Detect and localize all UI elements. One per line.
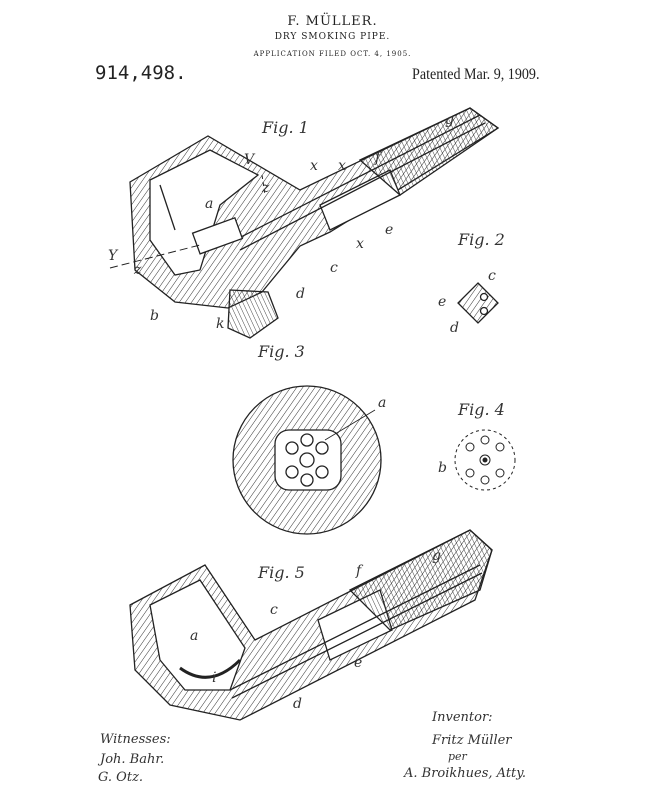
ref-letter: a	[190, 628, 199, 644]
ref-letter: c	[330, 260, 338, 276]
ref-letter: k	[216, 316, 225, 332]
ref-letter: d	[296, 286, 305, 302]
fig3-cross-section	[232, 385, 382, 535]
witness-signature: G. Otz.	[98, 770, 144, 785]
ref-letter: f	[375, 150, 381, 166]
ref-letter: x	[310, 158, 318, 174]
ref-letter: f	[356, 563, 362, 579]
ref-letter: g	[445, 112, 454, 128]
patent-number: 914,498.	[95, 62, 187, 84]
ref-letter: z	[134, 262, 142, 278]
per-text: per	[448, 750, 467, 763]
inventor-signature: Fritz Müller	[432, 733, 512, 748]
ref-letter: i	[212, 670, 217, 686]
fig1-pipe-section	[109, 107, 500, 339]
ref-letter: b	[150, 308, 159, 324]
fig3-label: Fig. 3	[258, 342, 305, 361]
fig1-label: Fig. 1	[262, 118, 309, 137]
inventor-label: Inventor:	[432, 710, 493, 725]
fig2-section	[457, 282, 499, 324]
ref-letter: g	[432, 548, 441, 564]
witnesses-label: Witnesses:	[100, 732, 171, 747]
ref-letter: e	[354, 655, 363, 671]
ref-letter: a	[205, 196, 214, 212]
ref-letter: a	[378, 395, 387, 411]
fig5-label: Fig. 5	[258, 563, 305, 582]
ref-letter: b	[438, 460, 447, 476]
attorney-signature: A. Broikhues, Atty.	[404, 766, 527, 781]
ref-letter: c	[270, 602, 278, 618]
application-filed: APPLICATION FILED OCT. 4, 1905.	[253, 50, 412, 58]
ref-letter: z	[262, 180, 270, 196]
ref-letter: x	[356, 236, 364, 252]
ref-letter: d	[450, 320, 459, 336]
patent-date: Patented Mar. 9, 1909.	[412, 66, 540, 83]
ref-letter: d	[293, 696, 302, 712]
invention-title: DRY SMOKING PIPE.	[274, 32, 391, 42]
ref-letter: e	[438, 294, 447, 310]
inventor-heading: F. MÜLLER.	[287, 14, 378, 29]
ref-letter: e	[385, 222, 394, 238]
fig5-pipe-section	[129, 529, 493, 721]
witness-signature: Joh. Bahr.	[100, 752, 165, 767]
fig4-plate	[454, 429, 516, 491]
ref-letter: V	[244, 152, 255, 168]
ref-letter: c	[488, 268, 496, 284]
fig4-label: Fig. 4	[458, 400, 505, 419]
fig2-label: Fig. 2	[458, 230, 505, 249]
ref-letter: x	[338, 158, 346, 174]
ref-letter: Y	[108, 248, 118, 264]
